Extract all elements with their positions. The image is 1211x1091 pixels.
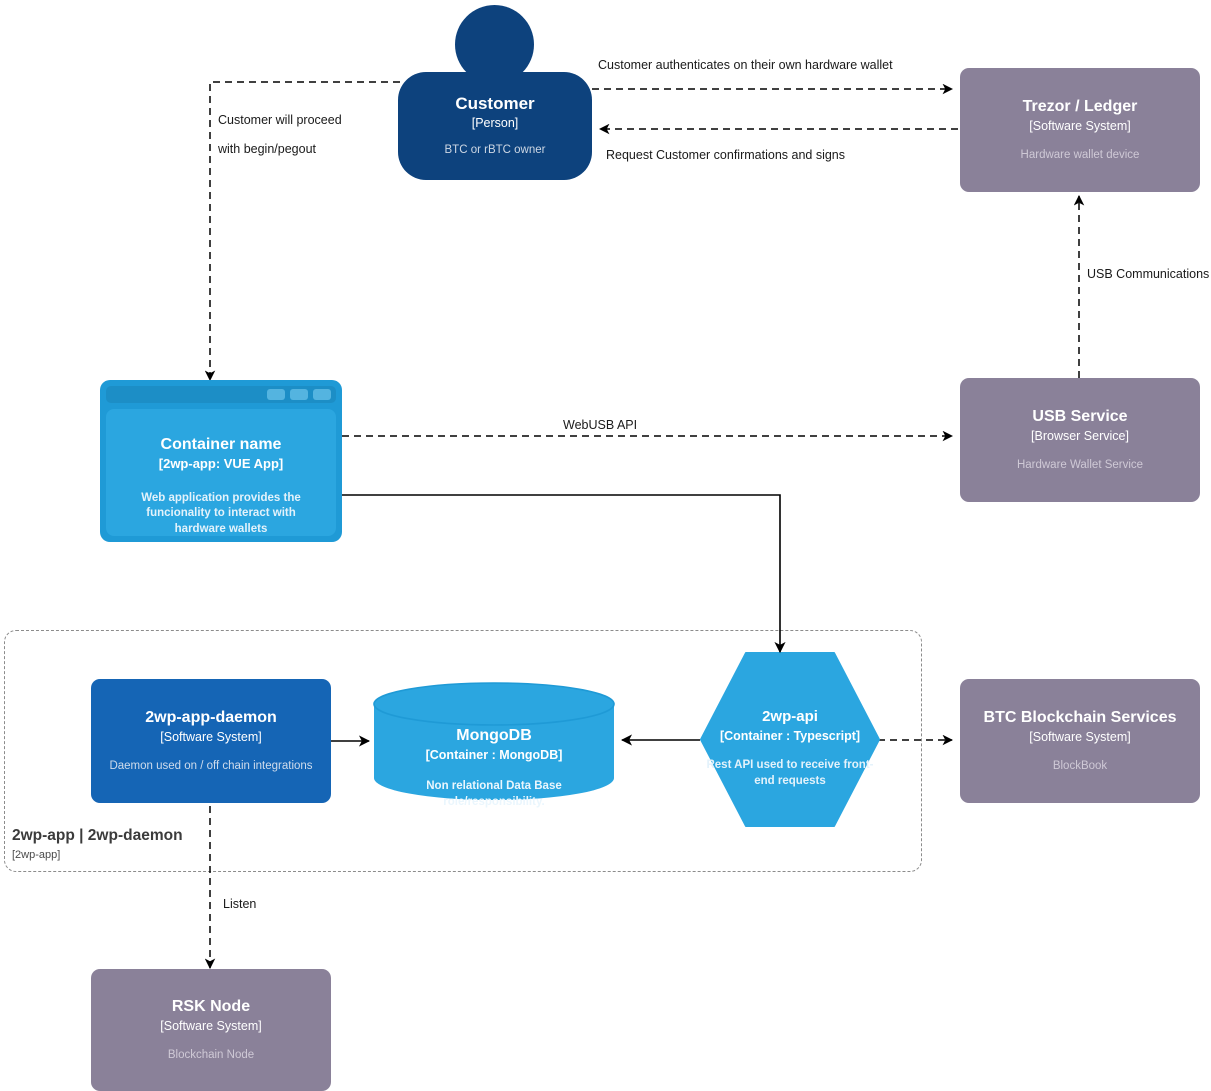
node-btc-blockchain-services[interactable]: BTC Blockchain Services [Software System…	[960, 679, 1200, 803]
btc-blockchain-title: BTC Blockchain Services	[983, 708, 1177, 726]
2wp-api-title: 2wp-api	[762, 708, 818, 725]
2wp-api-text: 2wp-api [Container : Typescript] Rest AP…	[700, 708, 880, 789]
browser-content: Container name [2wp-app: VUE App] Web ap…	[106, 409, 336, 536]
container-name-description: Web application provides the funcionalit…	[141, 491, 301, 535]
node-2wp-api[interactable]: 2wp-api [Container : Typescript] Rest AP…	[700, 652, 880, 827]
daemon-type: [Software System]	[160, 729, 262, 744]
edge-label-customer-to-container: Customer will proceed with begin/pegout	[218, 113, 342, 156]
browser-minimize-icon[interactable]	[267, 389, 285, 400]
node-rsk-node[interactable]: RSK Node [Software System] Blockchain No…	[91, 969, 331, 1091]
node-container-name[interactable]: Container name [2wp-app: VUE App] Web ap…	[100, 380, 342, 542]
edge-label-usb-communications: USB Communications	[1087, 267, 1210, 281]
trezor-ledger-title: Trezor / Ledger	[1022, 97, 1138, 115]
customer-title: Customer	[455, 93, 535, 113]
rsk-node-description: Blockchain Node	[167, 1048, 255, 1061]
mongodb-cylinder-shape	[373, 682, 615, 800]
customer-type: [Person]	[471, 116, 519, 131]
boundary-name: 2wp-app | 2wp-daemon	[12, 827, 183, 844]
2wp-api-description: Rest API used to receive front-end reque…	[706, 759, 874, 787]
edge-label-webusb-api: WebUSB API	[563, 418, 638, 432]
btc-blockchain-type: [Software System]	[1029, 729, 1131, 744]
customer-description: BTC or rBTC owner	[444, 144, 546, 157]
rsk-node-type: [Software System]	[160, 1018, 262, 1033]
mongodb-text: MongoDB [Container : MongoDB] Non relati…	[373, 726, 615, 810]
2wp-api-hexagon-shape	[700, 652, 880, 827]
node-trezor-ledger[interactable]: Trezor / Ledger [Software System] Hardwa…	[960, 68, 1200, 192]
container-name-type: [2wp-app: VUE App]	[158, 456, 284, 471]
edge-container-to-api	[342, 494, 786, 654]
node-mongodb[interactable]: MongoDB [Container : MongoDB] Non relati…	[373, 682, 615, 808]
node-customer[interactable]: Customer [Person] BTC or rBTC owner	[398, 72, 592, 180]
mongodb-type: [Container : MongoDB]	[425, 748, 563, 762]
trezor-ledger-type: [Software System]	[1029, 118, 1131, 133]
rsk-node-title: RSK Node	[171, 997, 251, 1015]
usb-service-description: Hardware Wallet Service	[1016, 458, 1144, 471]
btc-blockchain-description: BlockBook	[1052, 759, 1108, 772]
daemon-description: Daemon used on / off chain integrations	[109, 759, 313, 772]
browser-title-bar	[106, 386, 336, 403]
usb-service-type: [Browser Service]	[1031, 428, 1129, 443]
usb-service-title: USB Service	[1032, 407, 1128, 425]
node-2wp-app-daemon[interactable]: 2wp-app-daemon [Software System] Daemon …	[91, 679, 331, 803]
edge-label-customer-to-trezor: Customer authenticates on their own hard…	[598, 58, 893, 72]
boundary-label: 2wp-app | 2wp-daemon [2wp-app]	[12, 826, 312, 862]
browser-maximize-icon[interactable]	[290, 389, 308, 400]
node-usb-service[interactable]: USB Service [Browser Service] Hardware W…	[960, 378, 1200, 502]
trezor-ledger-description: Hardware wallet device	[1020, 148, 1140, 161]
boundary-type: [2wp-app]	[12, 849, 61, 862]
mongodb-title: MongoDB	[456, 727, 532, 744]
edge-label-trezor-to-customer: Request Customer confirmations and signs	[606, 148, 846, 162]
2wp-api-type: [Container : Typescript]	[719, 728, 861, 743]
customer-head-icon	[455, 5, 534, 84]
mongodb-description: Non relational Data Base role/responsibi…	[426, 780, 562, 808]
edge-label-listen: Listen	[223, 897, 257, 911]
container-name-title: Container name	[160, 436, 282, 453]
browser-close-icon[interactable]	[313, 389, 331, 400]
daemon-title: 2wp-app-daemon	[145, 708, 277, 726]
